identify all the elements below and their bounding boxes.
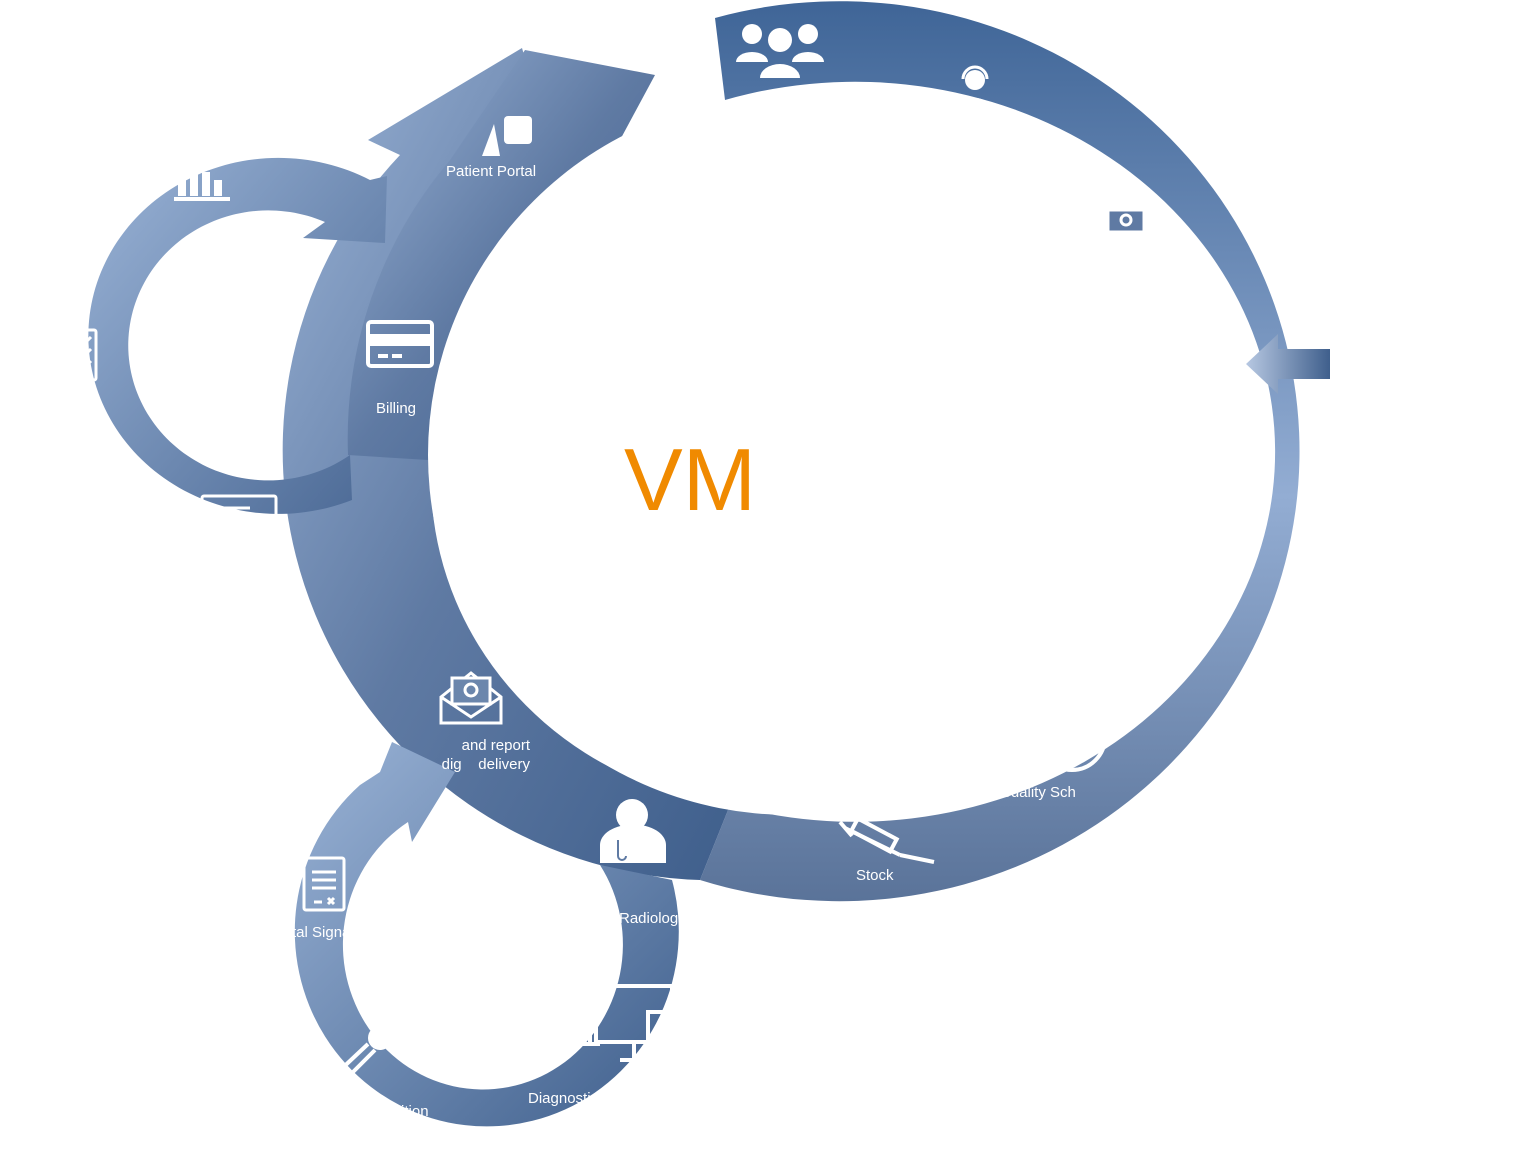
- label-reports: eports: [53, 403, 95, 420]
- center-title: VM: [624, 430, 756, 529]
- credit-card-icon: [366, 320, 434, 368]
- doctor-icon: [600, 799, 666, 863]
- check-in-desk-icon: [1156, 332, 1226, 409]
- label-email-report-delivery: and report dig delivery: [441, 737, 530, 773]
- label-check-in: Check I: [1183, 418, 1234, 435]
- label-billing: Billing: [376, 400, 417, 417]
- patient-portal-icon: [482, 116, 532, 156]
- email-reminder-icon: [1097, 203, 1155, 248]
- label-reminders: Reminders: [1096, 257, 1169, 274]
- label-modality-scheduling: Modality Sch: [990, 784, 1076, 801]
- entry-arrow: [1246, 334, 1330, 394]
- syringe-icon: [838, 815, 935, 864]
- workstation-icon: [560, 984, 674, 1070]
- group-icon: [736, 24, 824, 78]
- email-report-icon: [439, 671, 503, 725]
- label-patient-portal: Patient Portal: [446, 163, 537, 180]
- modality-scanner-icon: [1022, 702, 1107, 772]
- main-ring: [282, 1, 1300, 902]
- cheque-icon: [200, 494, 278, 530]
- label-digital-signature: tal Signa: [292, 924, 351, 941]
- bar-chart-icon: [174, 156, 230, 201]
- checklist-icon: [52, 328, 98, 382]
- left-ring: [88, 157, 388, 514]
- label-waiting-list: Waiting Lis: [1133, 602, 1206, 619]
- label-diagnostic-viewer: Diagnostic V: [528, 1090, 613, 1107]
- label-radiologist: Radiolog: [619, 910, 679, 927]
- signed-document-icon: [302, 856, 346, 912]
- label-stock: Stock: [856, 867, 894, 884]
- label-voice-recognition: ognition: [376, 1103, 429, 1120]
- waiting-list-icon: [1145, 510, 1215, 583]
- voice-recorder-icon: [333, 1026, 392, 1082]
- label-call-center: ll Center: [958, 126, 1014, 143]
- call-center-icon: [957, 65, 993, 112]
